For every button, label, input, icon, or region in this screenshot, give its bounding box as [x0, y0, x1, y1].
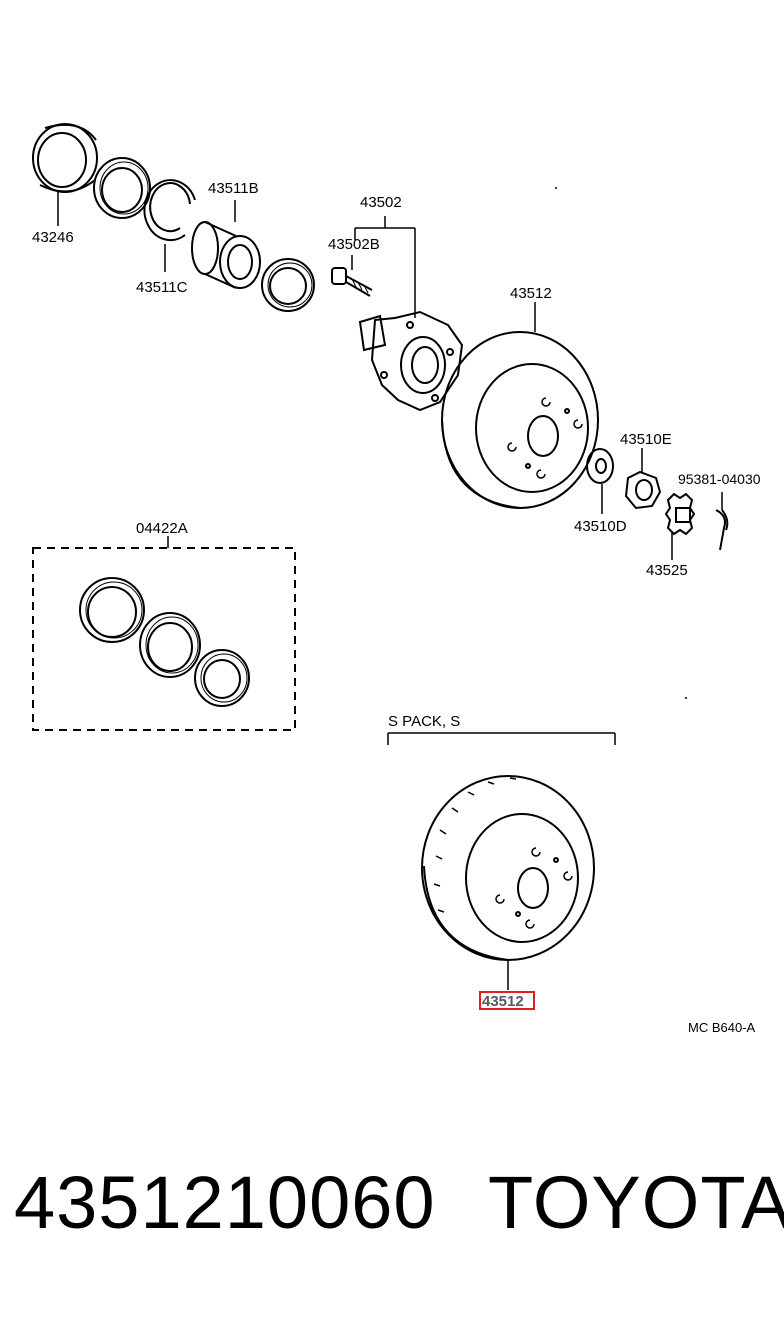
axle-hub-43502[interactable]: [358, 310, 464, 412]
highlight-box: [479, 991, 535, 1010]
parts-diagram: 43246 43511B 43511C 43502 43502B 43512 4…: [32, 123, 761, 1035]
diagram-code: MC B640-A: [688, 1020, 756, 1035]
brake-disc-43512-top[interactable]: [441, 302, 599, 509]
s-pack-bracket: [387, 732, 616, 745]
inner-seal[interactable]: [261, 258, 315, 312]
callout-43510D: 43510D: [574, 518, 627, 535]
brake-disc-43512-bottom[interactable]: [421, 775, 595, 990]
callout-43512-bottom: 43512: [482, 993, 524, 1010]
part-number: 4351210060: [14, 1161, 436, 1244]
footer: 4351210060 TOYOTA: [0, 1160, 784, 1270]
callout-43510E: 43510E: [620, 431, 672, 448]
cotter-pin-95381[interactable]: [715, 492, 729, 551]
s-pack-label: S PACK, S: [388, 713, 460, 730]
callout-43511C: 43511C: [136, 279, 188, 296]
callout-95381-04030: 95381-04030: [678, 471, 761, 487]
callout-43511B: 43511B: [208, 180, 259, 197]
bearing-race-43246[interactable]: [32, 123, 98, 226]
bracket-43502: [354, 216, 416, 318]
callout-04422A: 04422A: [136, 520, 188, 537]
snap-ring-43511C[interactable]: [143, 179, 196, 272]
oil-seal-ring[interactable]: [93, 157, 151, 219]
callout-43525: 43525: [646, 562, 688, 579]
nut-lock-cap-43525[interactable]: [664, 492, 696, 560]
brand-name: TOYOTA: [488, 1161, 784, 1244]
callout-43502B: 43502B: [328, 236, 380, 253]
hub-bolt-43502B[interactable]: [331, 255, 373, 297]
kit-box-04422A[interactable]: [32, 536, 296, 731]
nut-43510E[interactable]: [624, 448, 662, 510]
washer-43510D[interactable]: [586, 448, 614, 514]
callout-43246: 43246: [32, 229, 74, 246]
callout-43502: 43502: [360, 194, 402, 211]
bearing-43511B[interactable]: [191, 200, 261, 289]
callout-43512-top: 43512: [510, 285, 552, 302]
